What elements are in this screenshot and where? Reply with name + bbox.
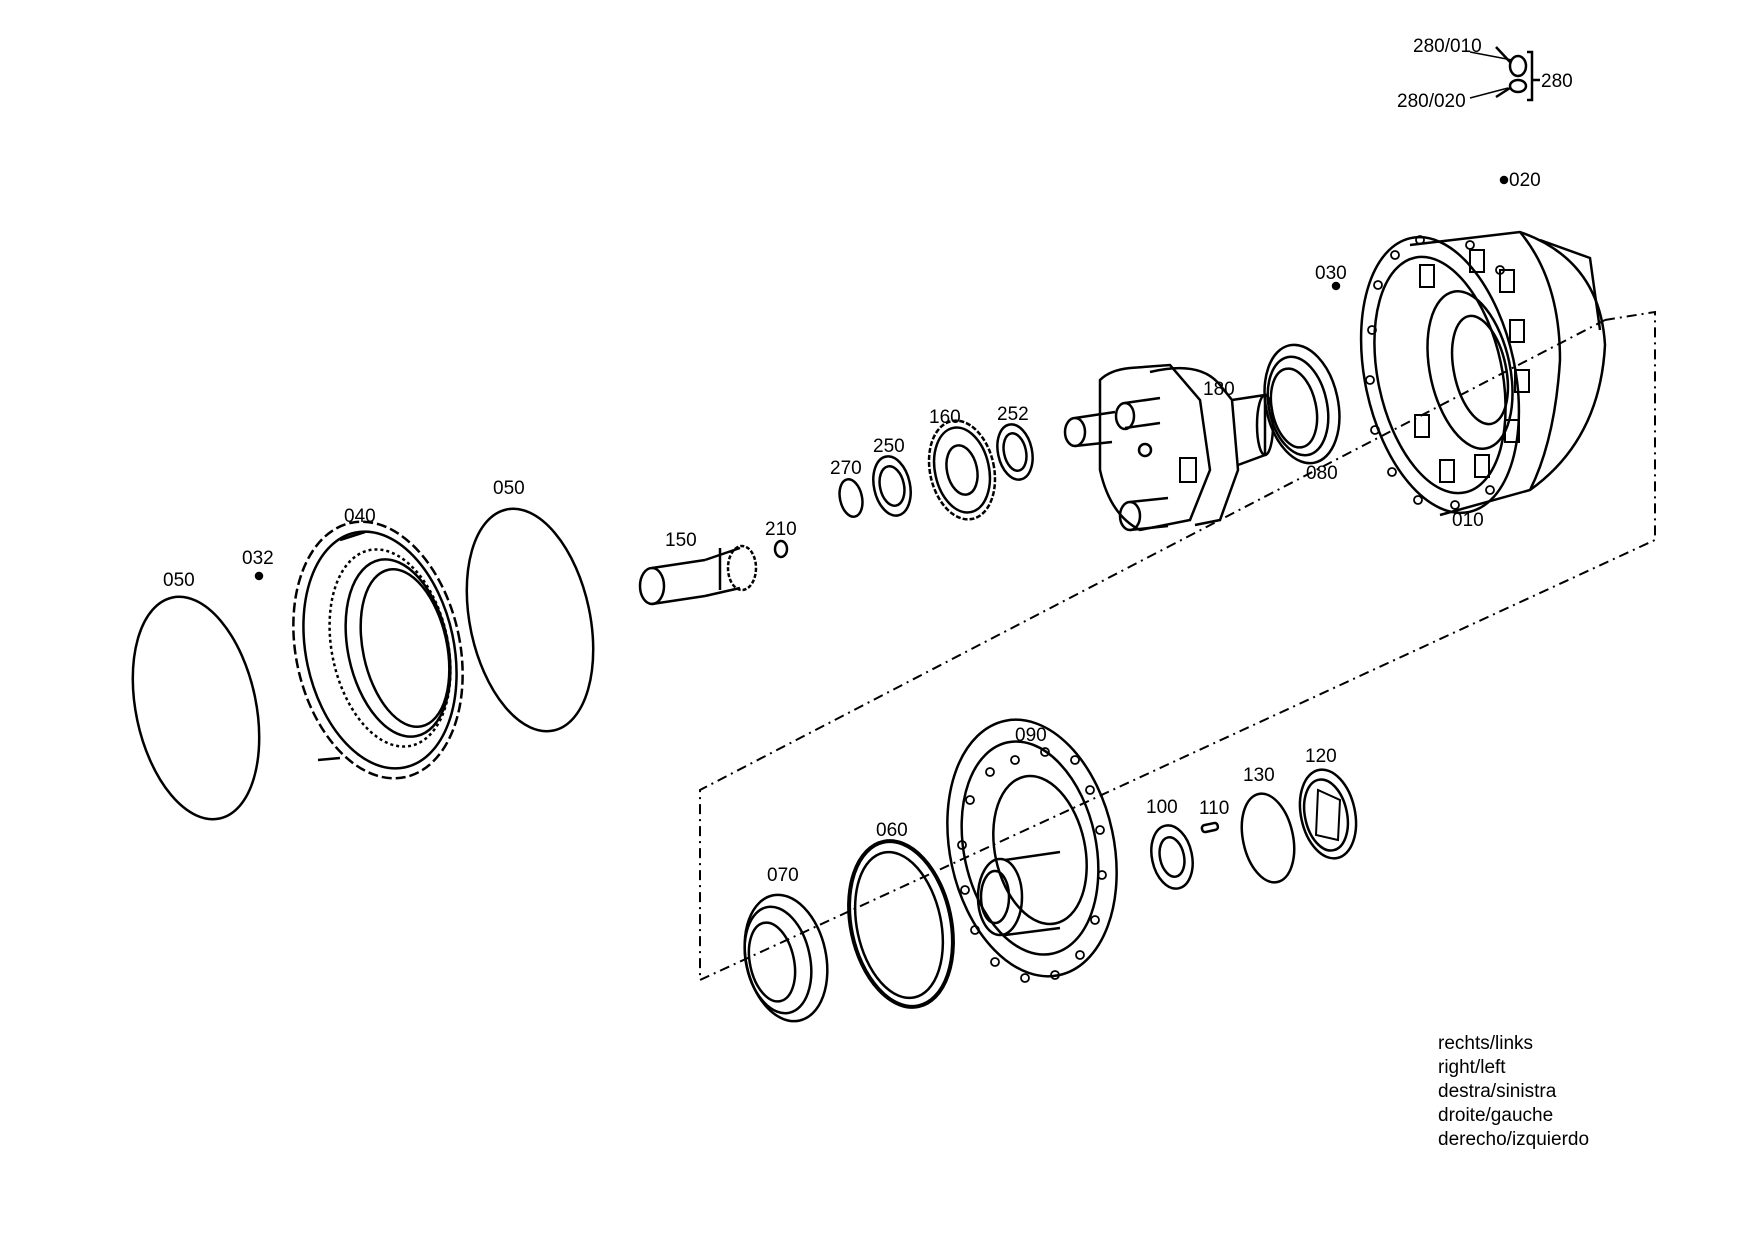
part-050-o-ring-left[interactable]: [114, 585, 278, 831]
label-090: 090: [1015, 725, 1047, 746]
part-130-retaining-ring[interactable]: [1234, 789, 1302, 887]
part-280-kit[interactable]: [1495, 46, 1540, 102]
label-270: 270: [830, 458, 862, 479]
label-100: 100: [1146, 797, 1178, 818]
legend-line-spanish: derecho/izquierdo: [1438, 1129, 1590, 1150]
part-210-pin[interactable]: [773, 539, 789, 559]
part-060-seal[interactable]: [835, 831, 968, 1016]
label-032: 032: [242, 548, 274, 569]
label-070: 070: [767, 865, 799, 886]
part-032-marker[interactable]: [254, 571, 264, 581]
label-010: 010: [1452, 510, 1484, 531]
label-180: 180: [1203, 379, 1235, 400]
part-070-bearing[interactable]: [734, 887, 839, 1029]
label-280-020: 280/020: [1397, 91, 1466, 112]
part-110-key[interactable]: [1200, 821, 1220, 834]
part-252-bearing[interactable]: [993, 421, 1038, 483]
label-040: 040: [344, 506, 376, 527]
label-060: 060: [876, 820, 908, 841]
label-280-010: 280/010: [1413, 36, 1482, 57]
label-020: 020: [1509, 170, 1541, 191]
label-120: 120: [1305, 746, 1337, 767]
part-160-planet-gear[interactable]: [920, 414, 1003, 525]
label-160: 160: [929, 407, 961, 428]
part-100-bearing[interactable]: [1146, 822, 1198, 893]
part-270-snap-ring[interactable]: [836, 477, 865, 519]
part-040-ring-gear[interactable]: [271, 506, 485, 794]
label-250: 250: [873, 436, 905, 457]
label-150: 150: [665, 530, 697, 551]
label-130: 130: [1243, 765, 1275, 786]
label-050-right: 050: [493, 478, 525, 499]
legend-line-german: rechts/links: [1438, 1033, 1534, 1054]
side-legend: rechts/links right/left destra/sinistra …: [1438, 1032, 1698, 1152]
part-250-bearing[interactable]: [868, 453, 916, 519]
part-010-housing[interactable]: [1338, 222, 1607, 527]
label-050-left: 050: [163, 570, 195, 591]
part-020-marker[interactable]: [1499, 175, 1509, 185]
label-252: 252: [997, 404, 1029, 425]
legend-line-french: droite/gauche: [1438, 1105, 1554, 1126]
label-030: 030: [1315, 263, 1347, 284]
part-050-o-ring-right[interactable]: [448, 497, 612, 743]
legend-line-english: right/left: [1438, 1057, 1506, 1078]
part-030-marker[interactable]: [1331, 281, 1341, 291]
part-150-shaft[interactable]: [638, 544, 758, 606]
label-280: 280: [1541, 71, 1573, 92]
label-080: 080: [1306, 463, 1338, 484]
part-180-planet-carrier[interactable]: [1063, 363, 1275, 532]
part-120-cover[interactable]: [1292, 764, 1364, 863]
legend-line-italian: destra/sinistra: [1438, 1081, 1557, 1102]
part-090-hub[interactable]: [925, 704, 1139, 992]
label-110: 110: [1199, 798, 1229, 819]
label-210: 210: [765, 519, 797, 540]
